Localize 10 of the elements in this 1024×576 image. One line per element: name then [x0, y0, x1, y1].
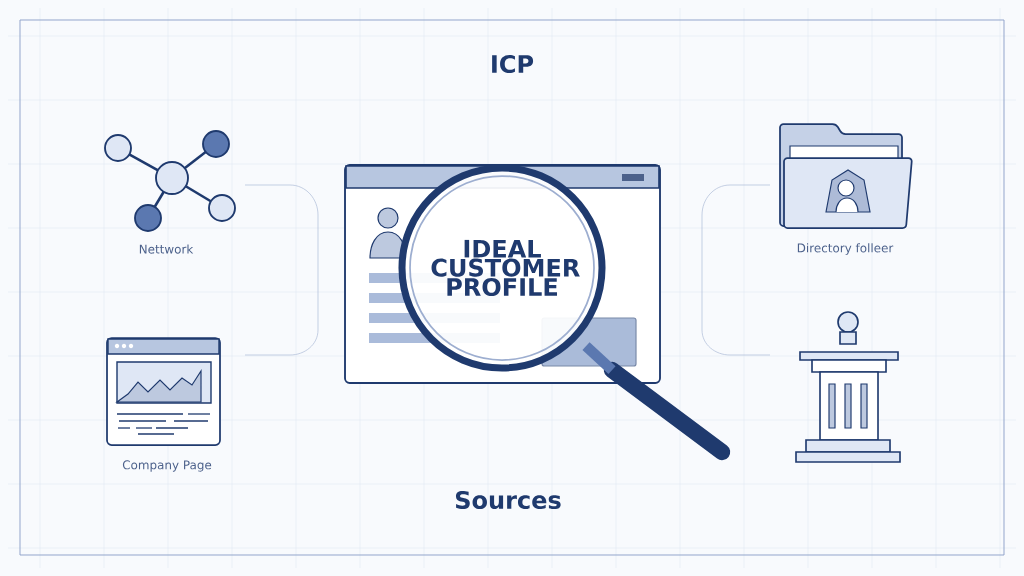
web-page-drawing [106, 337, 221, 446]
folder-drawing [779, 123, 913, 229]
icon-caption: Nettwork [139, 244, 194, 254]
network-drawing [104, 130, 236, 232]
icon-caption: Company Page [122, 460, 212, 472]
title: ICP [492, 54, 534, 74]
icon-caption: Directory folleer [797, 243, 894, 255]
section-heading: Sources [455, 490, 561, 510]
magnifying-glass: IDEAL CUSTOMER PROFILE [398, 164, 731, 461]
podium-drawing [795, 311, 901, 463]
